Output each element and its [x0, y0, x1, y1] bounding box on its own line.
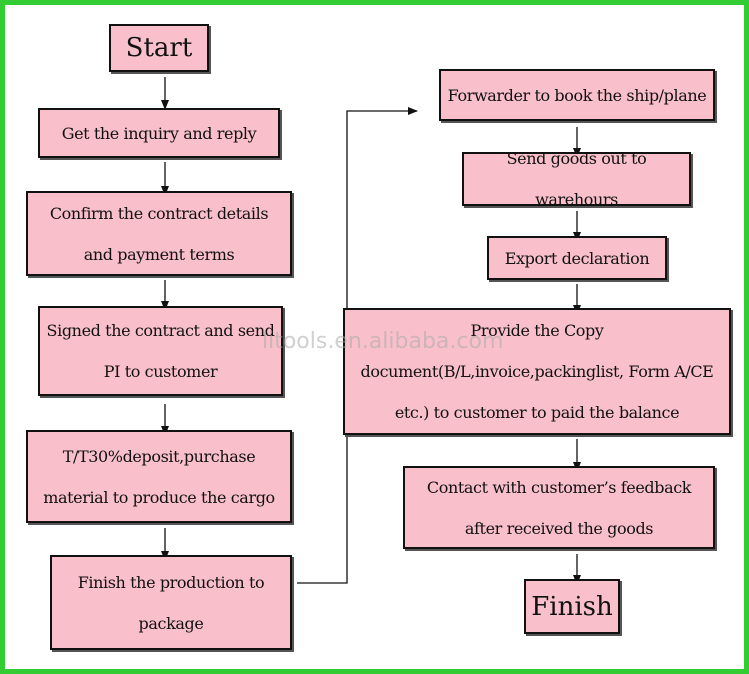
- step-export-declaration-label: Export declaration: [504, 248, 650, 268]
- step-book-ship-label: Forwarder to book the ship/plane: [447, 85, 707, 105]
- step-deposit-purchase-label: T/T30%deposit,purchase material to produ…: [43, 446, 275, 507]
- step-send-goods: Send goods out to warehours: [462, 149, 691, 209]
- finish-node: Finish: [524, 579, 620, 634]
- step-get-inquiry-label: Get the inquiry and reply: [61, 123, 257, 143]
- step-deposit-purchase: T/T30%deposit,purchase material to produ…: [26, 430, 292, 523]
- step-finish-production-label: Finish the production to package: [77, 572, 265, 633]
- step-signed-contract-label: Signed the contract and send PI to custo…: [46, 321, 275, 381]
- start-node: Start: [109, 24, 209, 72]
- step-confirm-contract: Confirm the contract details and payment…: [26, 191, 292, 276]
- step-send-goods-label: Send goods out to warehours: [506, 149, 647, 209]
- step-get-inquiry: Get the inquiry and reply: [38, 108, 280, 158]
- start-label: Start: [125, 33, 193, 63]
- step-finish-production: Finish the production to package: [50, 555, 292, 650]
- step-signed-contract: Signed the contract and send PI to custo…: [38, 306, 283, 396]
- step-export-declaration: Export declaration: [487, 236, 667, 280]
- step-customer-feedback: Contact with customer’s feedback after r…: [403, 466, 715, 549]
- step-provide-copy: Provide the Copy document(B/L,invoice,pa…: [343, 308, 731, 435]
- step-customer-feedback-label: Contact with customer’s feedback after r…: [426, 477, 692, 538]
- finish-label: Finish: [531, 591, 613, 622]
- step-confirm-contract-label: Confirm the contract details and payment…: [49, 203, 269, 264]
- step-book-ship: Forwarder to book the ship/plane: [439, 69, 715, 121]
- step-provide-copy-label: Provide the Copy document(B/L,invoice,pa…: [360, 321, 714, 422]
